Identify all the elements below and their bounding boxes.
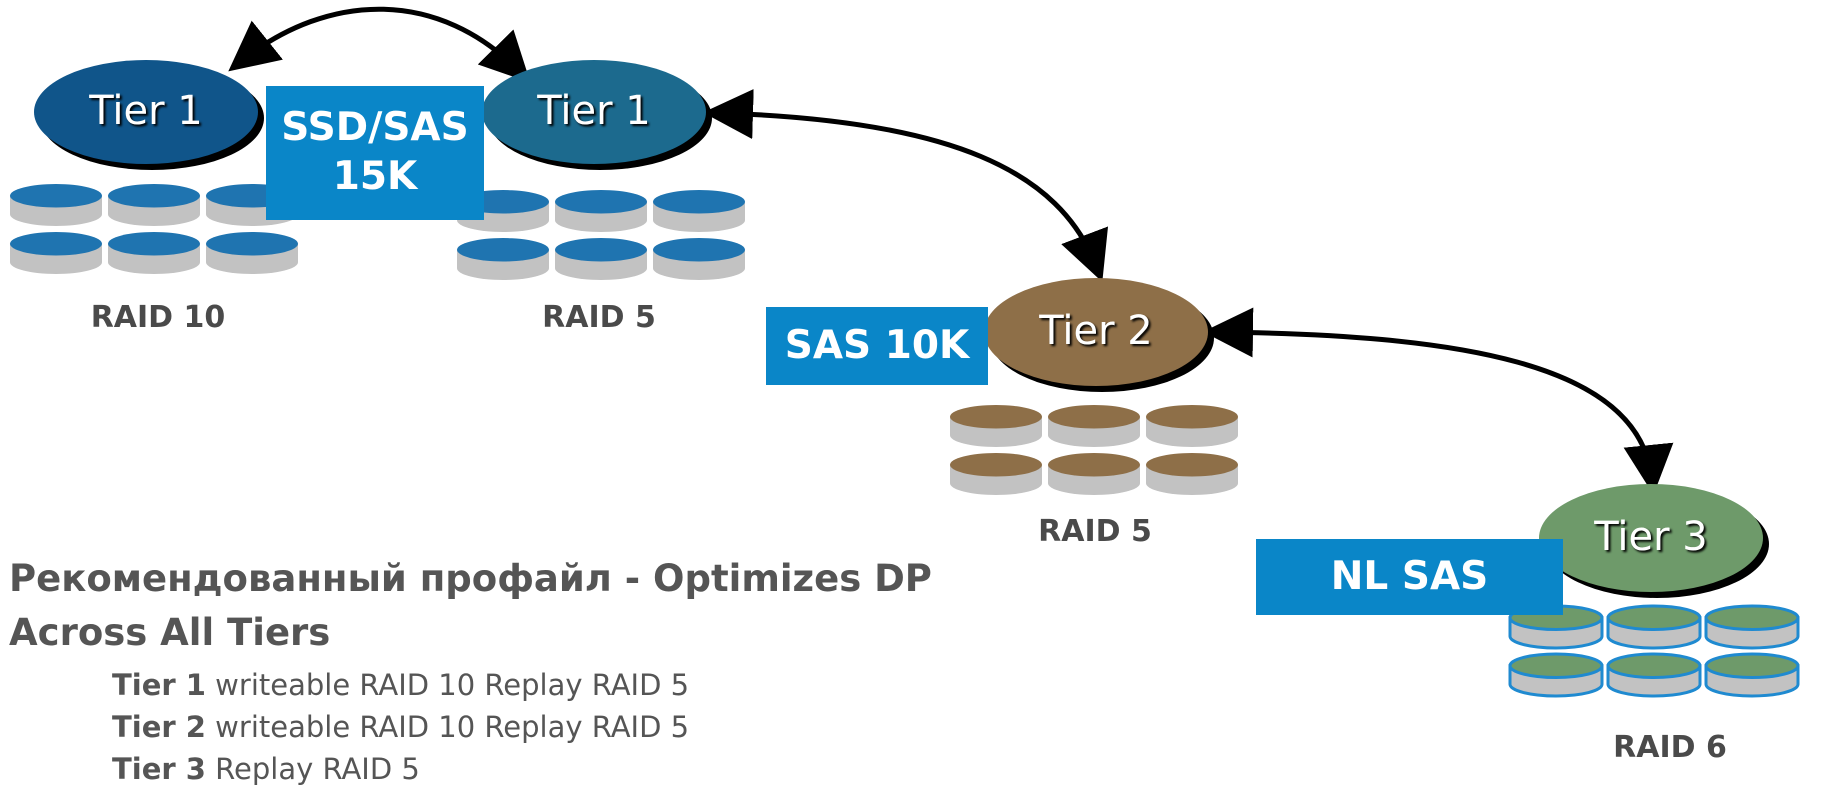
tier3-ellipse [1539, 484, 1769, 598]
profile-line-tier2-label: Tier 2 [112, 710, 206, 744]
disk-icon [457, 238, 549, 280]
disk-icon [1048, 453, 1140, 495]
profile-line-tier1-text: writeable RAID 10 Replay RAID 5 [205, 668, 690, 702]
disk-icon [1146, 405, 1238, 447]
tier-label-tier1-raid10: Tier 1 [89, 88, 203, 134]
raid5-disk-group-tier1 [457, 190, 745, 280]
disk-icon [108, 232, 200, 274]
profile-line-tier3: Tier 3 Replay RAID 5 [112, 752, 420, 786]
disk-icon [950, 453, 1042, 495]
profile-line-tier2: Tier 2 writeable RAID 10 Replay RAID 5 [112, 710, 689, 744]
raid-label-raid5-tier1: RAID 5 [542, 300, 656, 335]
disk-icon [950, 405, 1042, 447]
profile-title: Рекомендованный профайл - Optimizes DP A… [9, 557, 932, 654]
disk-icon [10, 232, 102, 274]
raid10-disk-group [10, 184, 298, 274]
tier-label-tier1-raid5: Tier 1 [537, 88, 651, 134]
disk-icon [1146, 453, 1238, 495]
drive-type-sas10k: SAS 10K [766, 307, 988, 385]
profile-line-tier2-text: writeable RAID 10 Replay RAID 5 [205, 710, 690, 744]
disk-icon [206, 232, 298, 274]
arrow-tier1-tier1 [228, 6, 531, 83]
profile-line-tier1-label: Tier 1 [112, 668, 206, 702]
raid-label-raid10: RAID 10 [90, 300, 226, 335]
disk-icon [1606, 652, 1702, 698]
arrow-tier2-tier3 [1203, 307, 1674, 495]
tier1-raid10-ellipse [34, 60, 264, 170]
disk-icon [555, 238, 647, 280]
tier-label-tier3: Tier 3 [1594, 514, 1708, 560]
disk-icon [1704, 652, 1800, 698]
raid-label-raid6: RAID 6 [1613, 730, 1727, 765]
raid6-disk-group [1508, 604, 1800, 698]
raid5-disk-group-tier2 [950, 405, 1238, 495]
tier-diagram [10, 6, 1800, 698]
disk-icon [555, 190, 647, 233]
drive-type-nlsas: NL SAS [1256, 539, 1563, 615]
profile-line-tier1: Tier 1 writeable RAID 10 Replay RAID 5 [112, 668, 689, 702]
drive-type-ssd-sas: SSD/SAS 15K [266, 86, 484, 220]
disk-icon [1704, 604, 1800, 650]
disk-icon [108, 184, 200, 226]
disk-icon [653, 190, 745, 233]
arrow-tier1-tier2 [703, 89, 1108, 283]
disk-icon [1508, 652, 1604, 698]
disk-icon [1048, 405, 1140, 447]
disk-icon [10, 184, 102, 227]
disk-icon [1606, 604, 1702, 650]
disk-icon [653, 238, 745, 280]
profile-line-tier3-text: Replay RAID 5 [205, 752, 420, 786]
tier2-ellipse [984, 278, 1214, 392]
tier1-raid5-ellipse [482, 60, 712, 170]
raid-label-raid5-tier2: RAID 5 [1038, 514, 1152, 549]
tier-label-tier2: Tier 2 [1039, 308, 1153, 354]
profile-line-tier3-label: Tier 3 [112, 752, 206, 786]
